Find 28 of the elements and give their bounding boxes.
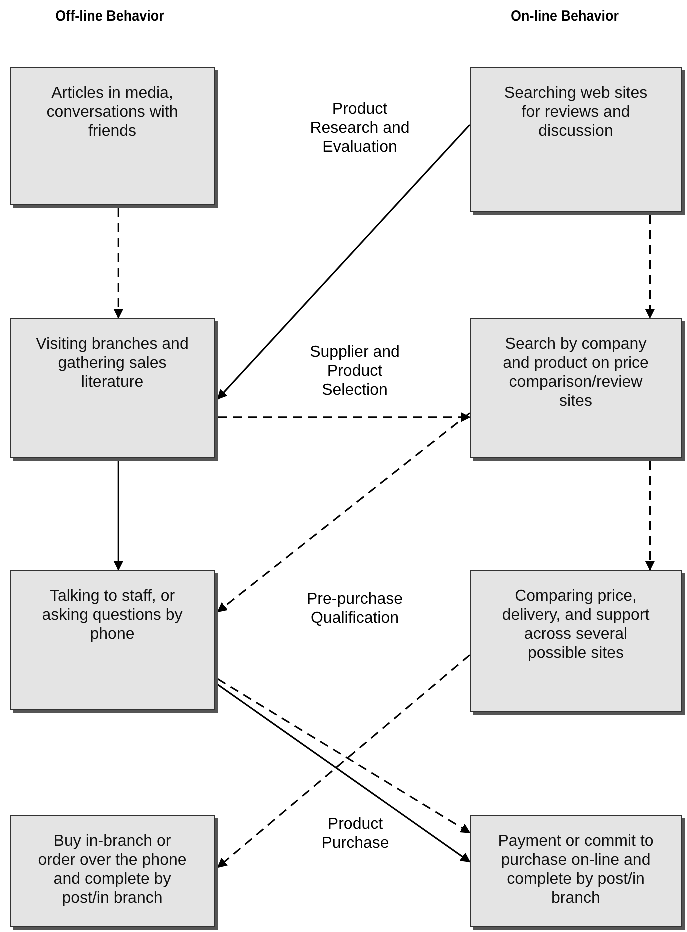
arrow	[218, 684, 471, 863]
arrow	[218, 412, 471, 422]
arrow	[114, 461, 124, 571]
box-text: Comparing price, delivery, and support across several possible sites	[501, 587, 651, 663]
process-box	[10, 570, 215, 710]
box-text: Buy in-branch or order over the phone and complete by post/in branch	[37, 832, 188, 908]
box-text: Payment or commit to purchase on-line and complete by post/in branch	[497, 832, 655, 908]
process-box	[470, 318, 682, 458]
arrow	[217, 654, 471, 868]
arrow	[218, 678, 471, 834]
process-box	[10, 815, 215, 927]
arrow	[114, 208, 124, 319]
box-text: Articles in media, conversations with friends	[46, 84, 180, 141]
box-text: Talking to staff, or asking questions by phone	[41, 587, 184, 644]
box-text: Search by company and product on price comparison/review sites	[502, 335, 650, 411]
box-text: Searching web sites for reviews and discussion	[503, 84, 649, 141]
column-heading: Off-line Behavior	[54, 8, 166, 25]
process-box	[470, 570, 682, 712]
arrow	[217, 412, 470, 613]
process-box	[470, 815, 682, 927]
box-text: Visiting branches and gathering sales literature	[35, 335, 190, 392]
column-heading: On-line Behavior	[510, 8, 620, 25]
process-box	[470, 67, 682, 212]
arrow	[645, 461, 656, 571]
process-box	[10, 67, 215, 205]
arrow	[645, 215, 656, 319]
process-box	[10, 318, 215, 458]
arrow	[217, 124, 471, 400]
